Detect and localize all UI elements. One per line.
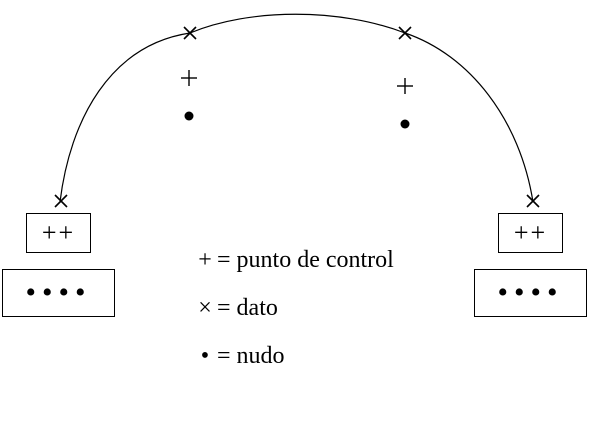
- legend-node-text: = nudo: [217, 343, 285, 369]
- legend-data-text: = dato: [217, 295, 278, 321]
- data-point-3: [398, 26, 412, 40]
- right-node-box: ••••: [474, 269, 587, 317]
- data-point-2: [183, 26, 197, 40]
- left-control-box: ++: [26, 213, 91, 253]
- right-control-box: ++: [498, 213, 563, 253]
- plus-icon: +: [198, 247, 212, 273]
- knot-1: [184, 111, 194, 121]
- control-point-1: [181, 70, 197, 86]
- right-control-box-text: ++: [513, 218, 548, 247]
- cross-icon: ×: [198, 295, 212, 321]
- right-node-box-text: ••••: [497, 276, 564, 309]
- data-point-1: [54, 194, 68, 208]
- legend-control-point: + = punto de control: [196, 248, 394, 272]
- control-point-2: [397, 78, 413, 94]
- left-node-box: ••••: [2, 269, 115, 317]
- legend-control-point-text: = punto de control: [217, 247, 394, 273]
- legend-data: × = dato: [196, 296, 278, 320]
- legend-node: • = nudo: [196, 344, 285, 368]
- dot-icon: •: [200, 343, 210, 369]
- data-point-4: [526, 194, 540, 208]
- spline-curve: [59, 13, 534, 203]
- left-node-box-text: ••••: [25, 276, 92, 309]
- left-control-box-text: ++: [41, 218, 76, 247]
- knot-2: [400, 119, 410, 129]
